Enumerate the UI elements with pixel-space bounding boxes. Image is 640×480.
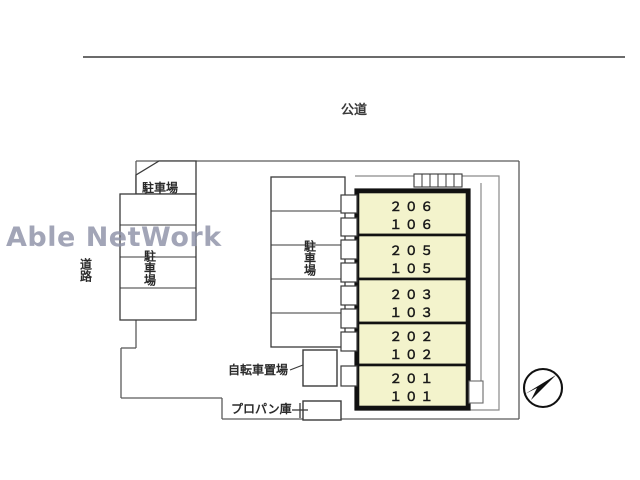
parking-lot-center [270, 176, 346, 348]
side-road-label: 道路 [78, 258, 93, 282]
compass-north-icon [522, 367, 564, 409]
unit-cell-203-103 [356, 277, 469, 325]
propane-store-label: プロパン庫 [231, 402, 292, 416]
parking-left-label: 駐車場 [142, 250, 157, 286]
bicycle-parking-label: 自転車置場 [228, 363, 289, 377]
unit-cell-205-105 [356, 233, 469, 281]
propane-store-box [292, 400, 342, 421]
entry-boxes [340, 194, 358, 387]
stair-railing [413, 173, 463, 188]
unit-cell-201-101 [356, 363, 469, 409]
parking-top-label: 駐車場 [142, 181, 179, 195]
parking-center-label: 駐車場 [302, 240, 317, 276]
watermark-able-network: Able NetWork [6, 222, 222, 253]
unit-cells [356, 190, 469, 409]
unit-cell-202-102 [356, 321, 469, 367]
east-utility-box [468, 380, 484, 404]
parking-lot-left [119, 193, 197, 321]
bicycle-parking-box [289, 349, 338, 387]
unit-cell-206-106 [356, 190, 469, 237]
public-road-label: 公道 [341, 103, 368, 118]
